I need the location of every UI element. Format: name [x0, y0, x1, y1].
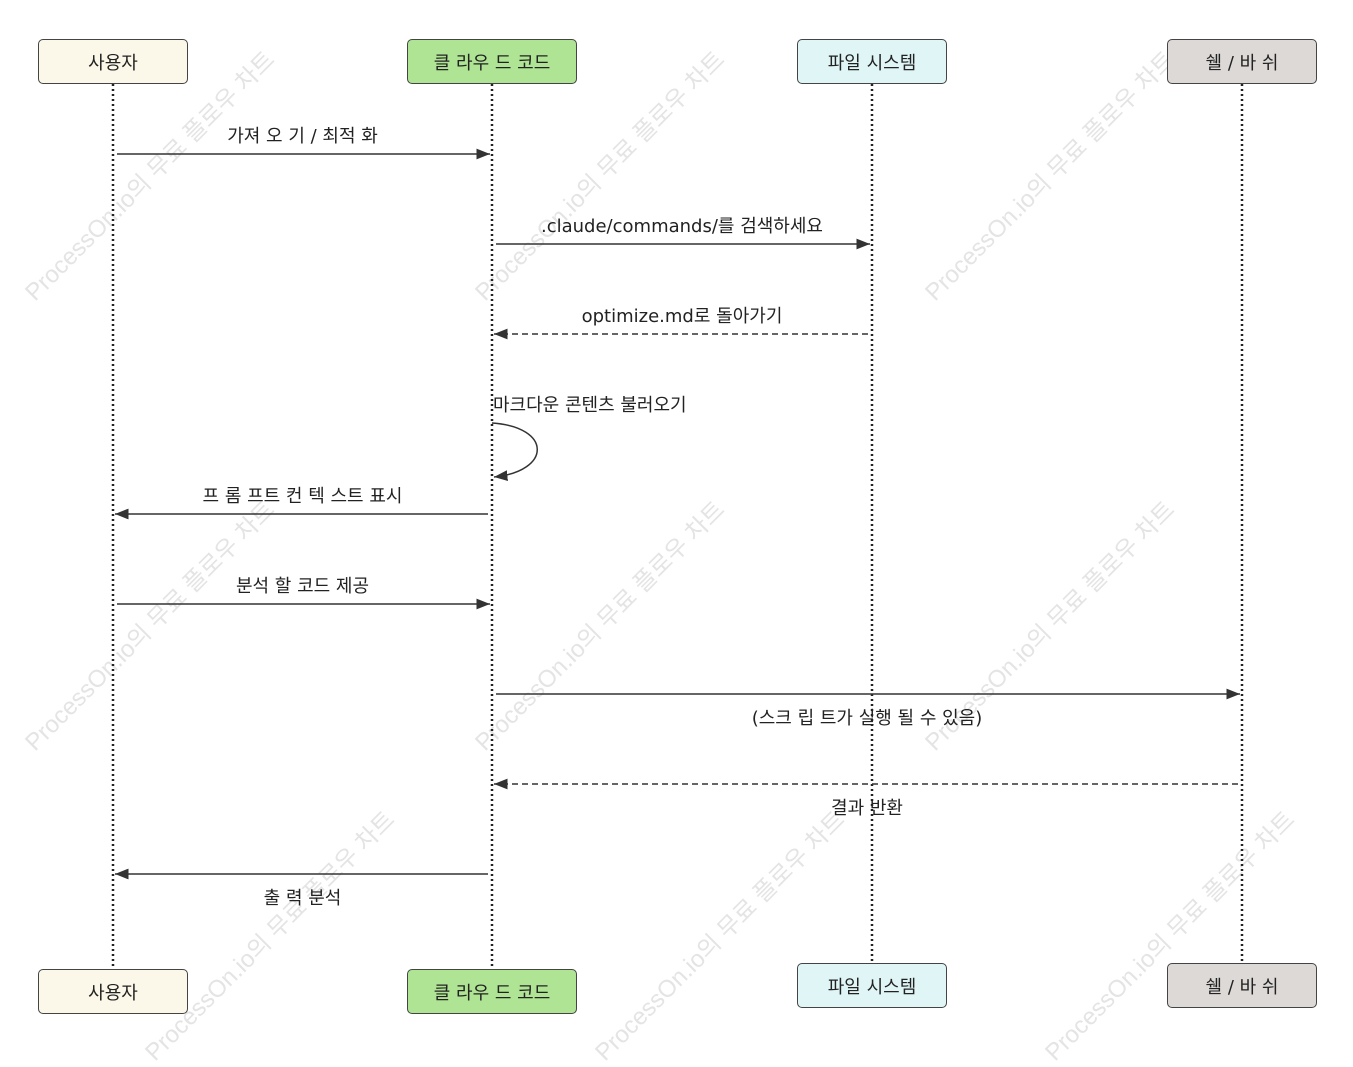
participant-fs-top[interactable]: 파일 시스템 [797, 39, 947, 84]
participant-user-top[interactable]: 사용자 [38, 39, 188, 84]
participant-fs-bottom[interactable]: 파일 시스템 [797, 963, 947, 1008]
message-label: 출 력 분석 [263, 888, 342, 909]
message-label: 마크다운 콘텐츠 불러오기 [493, 395, 687, 416]
participant-shell-top[interactable]: 쉘 / 바 쉬 [1167, 39, 1317, 84]
participant-shell-bottom[interactable]: 쉘 / 바 쉬 [1167, 963, 1317, 1008]
message-arrow-self [491, 422, 538, 481]
participant-claude-bottom[interactable]: 클 라우 드 코드 [407, 969, 577, 1014]
message-label: 결과 반환 [831, 798, 903, 819]
message-label: 가져 오 기 / 최적 화 [227, 126, 378, 147]
message-label: .claude/commands/를 검색하세요 [541, 216, 823, 237]
message-label: 프 롬 프트 컨 텍 스트 표시 [202, 486, 403, 507]
participant-user-bottom[interactable]: 사용자 [38, 969, 188, 1014]
message-label: 분석 할 코드 제공 [235, 576, 370, 597]
message-label: (스크 립 트가 실행 될 수 있음) [751, 708, 983, 729]
message-label: optimize.md로 돌아가기 [581, 306, 783, 327]
participant-claude-top[interactable]: 클 라우 드 코드 [407, 39, 577, 84]
